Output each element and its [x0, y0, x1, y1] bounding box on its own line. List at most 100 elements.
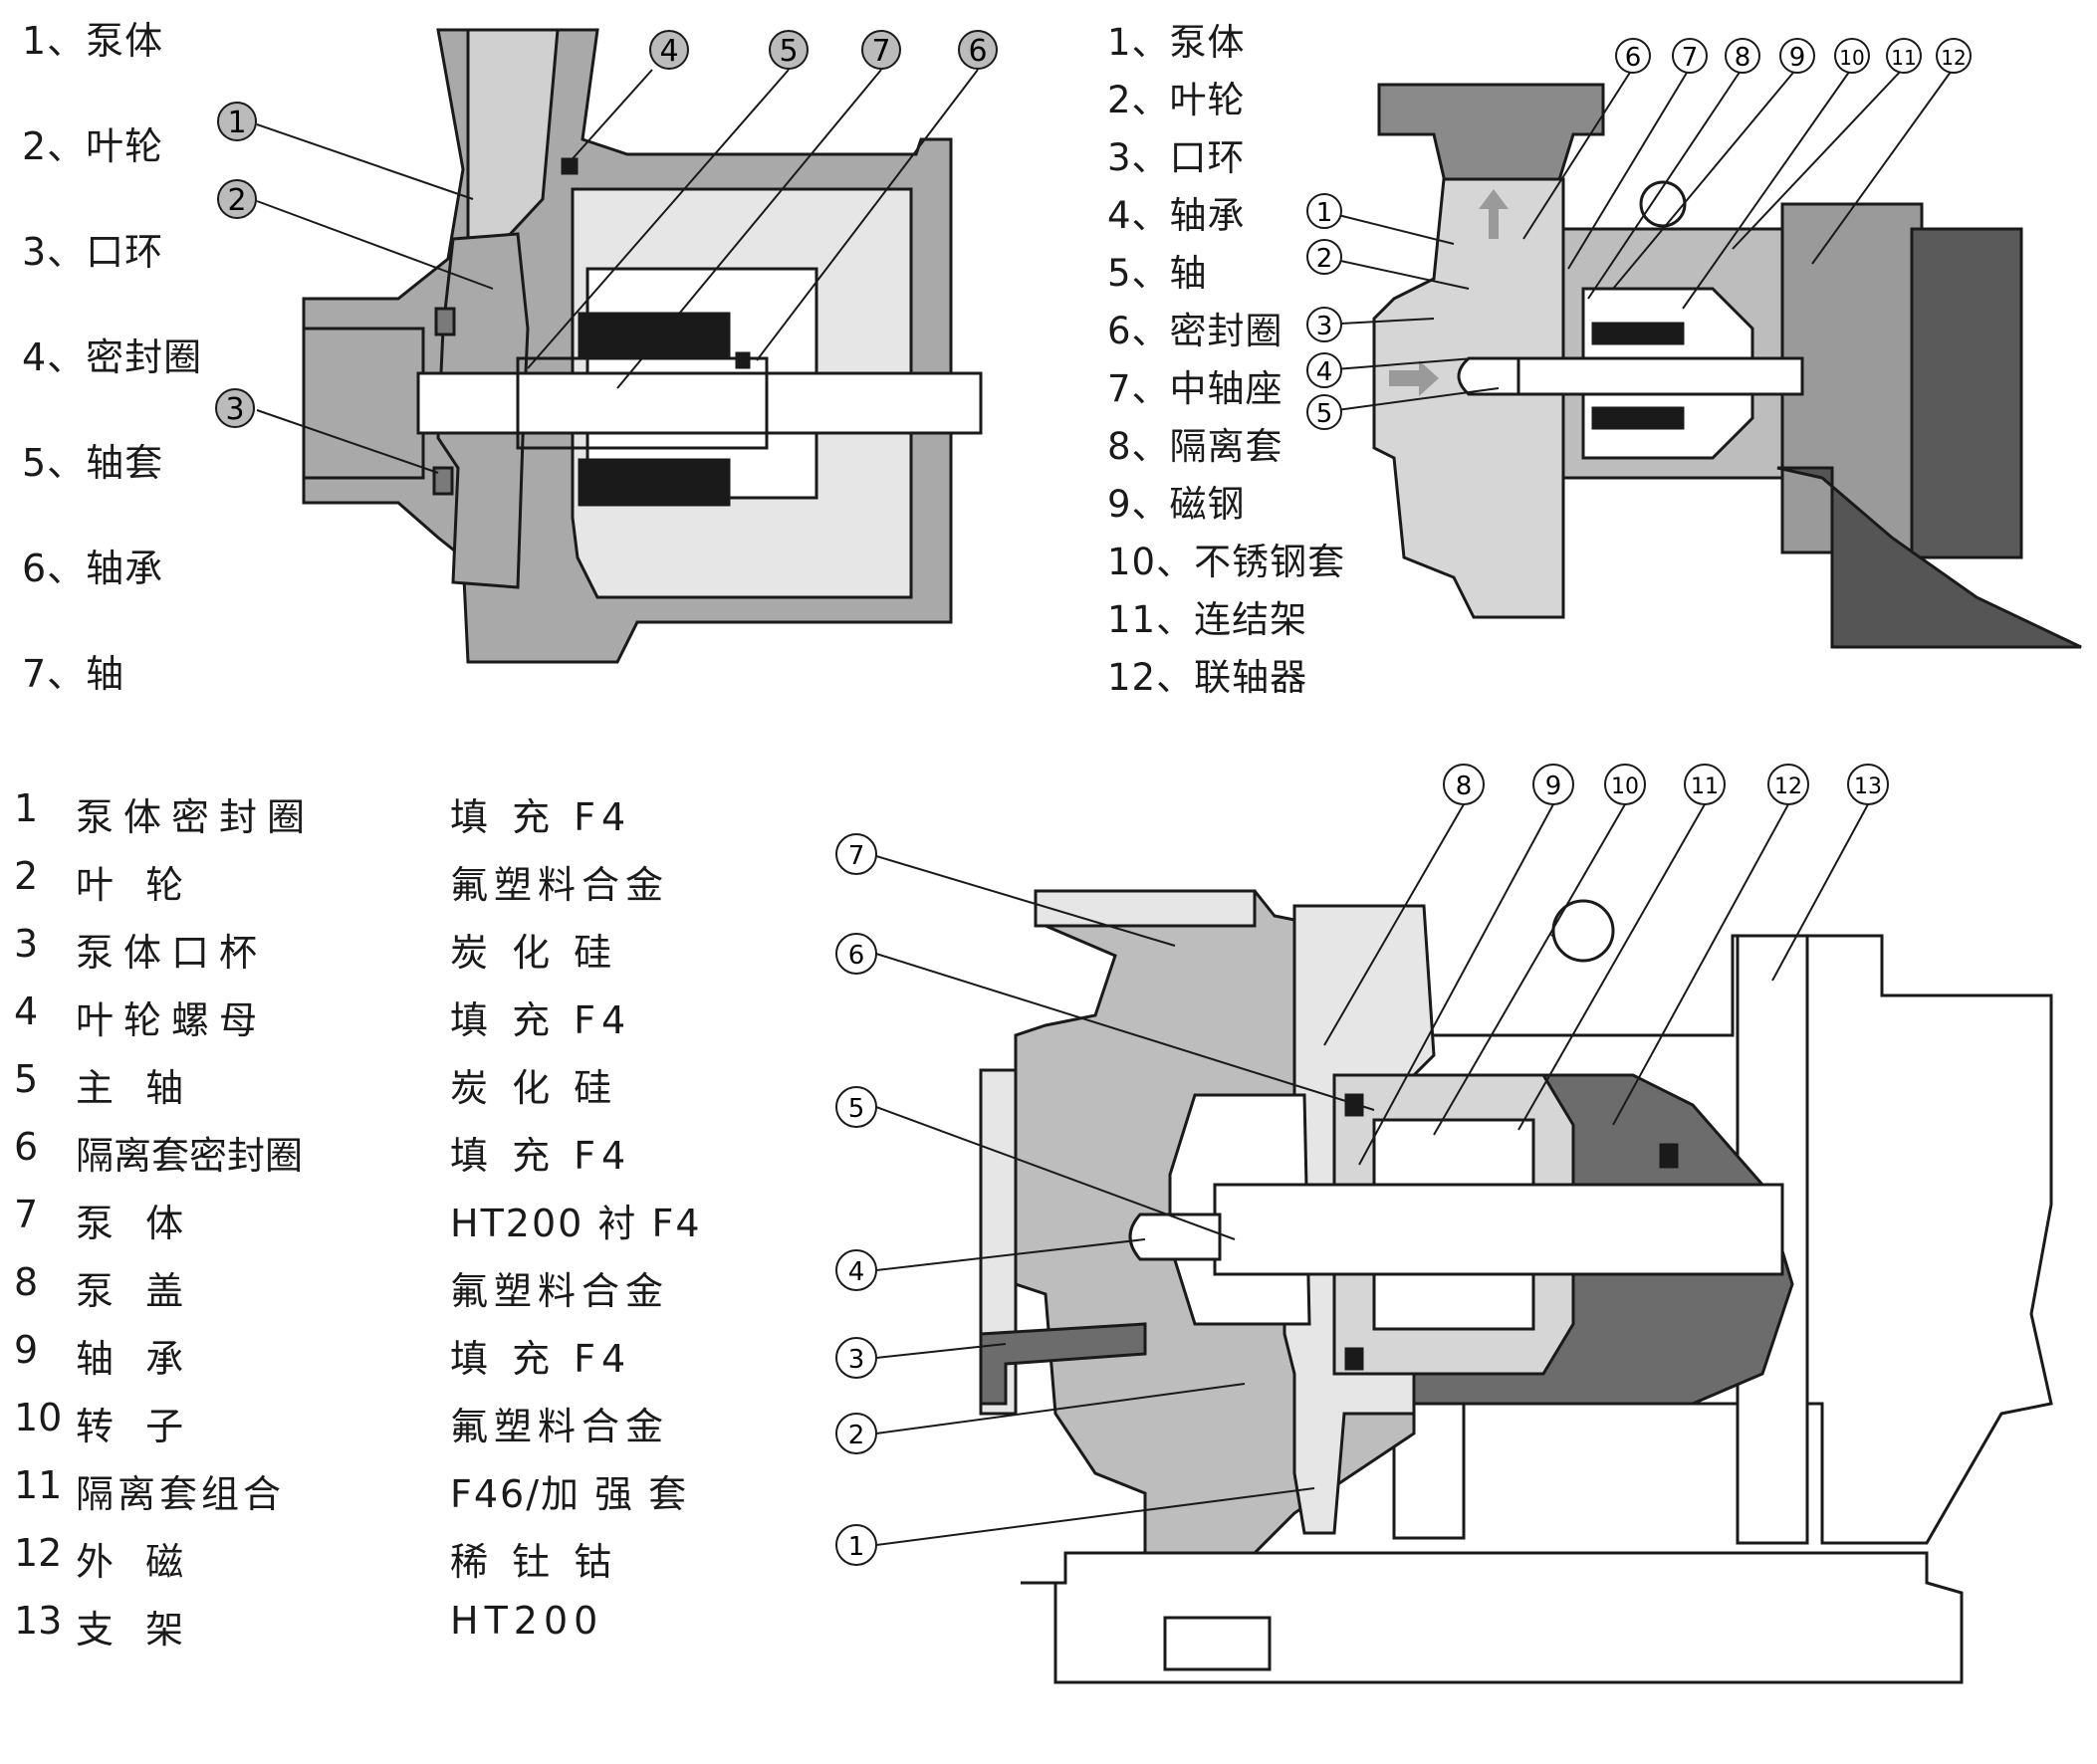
part-number: 12 [14, 1531, 63, 1575]
callout-number: 4 [1316, 357, 1333, 387]
legend-item: 5、轴套 [22, 441, 164, 485]
base-block-shape [1163, 1616, 1272, 1671]
legend-item: 12、联轴器 [1107, 656, 1308, 699]
callout-circle [769, 30, 809, 70]
callout-number: 12 [1941, 46, 1966, 70]
callout-number: 10 [1611, 774, 1639, 799]
part-material: 填 充 F4 [450, 1337, 632, 1381]
part-number: 5 [14, 1057, 39, 1101]
seal-ring-shape [735, 351, 751, 369]
magnet-top-shape [1591, 322, 1685, 345]
seal-ring-shape [1344, 1347, 1364, 1371]
seal-ring-shape [1344, 1093, 1364, 1117]
legend-item: 6、轴承 [22, 547, 164, 590]
legend-item: 2、叶轮 [1107, 79, 1246, 121]
part-number: 2 [14, 854, 39, 898]
callouts-diagram-3: 8 9 10 11 12 13 7 6 5 4 3 2 1 [835, 764, 1889, 1566]
callout-circle [215, 388, 255, 428]
callout-number: 1 [1316, 198, 1333, 228]
part-material: 炭 化 硅 [450, 931, 618, 975]
shaft-shape [1213, 1183, 1784, 1276]
callout-number: 6 [1625, 43, 1642, 73]
callouts-diagram-1: 1 2 3 4 5 7 6 [215, 30, 998, 428]
callout-number: 11 [1691, 774, 1719, 799]
seal-ring-shape [1659, 1143, 1679, 1169]
leader-lines-diagram-1 [256, 69, 979, 474]
part-name: 叶 轮 [76, 863, 194, 907]
legend-item: 5、轴 [1107, 252, 1208, 295]
eye-bolt-shape [1551, 899, 1615, 963]
impeller-nut-shape [1128, 1213, 1222, 1261]
callout-number: 3 [225, 392, 244, 427]
callout-number: 2 [848, 1421, 865, 1450]
legend-item: 6、密封圈 [1107, 310, 1283, 352]
part-material: 氟塑料合金 [450, 1405, 670, 1448]
callout-number: 6 [848, 941, 865, 971]
legend-item: 3、口环 [22, 230, 164, 274]
part-material: HT200 衬 F4 [450, 1202, 702, 1245]
motor-shape [1910, 227, 2023, 559]
part-material: 稀 钍 钴 [450, 1540, 618, 1584]
leader-lines-diagram-2 [1321, 67, 1955, 413]
part-material: HT200 [450, 1599, 604, 1643]
legend-item: 10、不锈钢套 [1107, 541, 1346, 583]
part-material: 炭 化 硅 [450, 1066, 618, 1110]
pump-section-diagram-3 [979, 889, 2053, 1684]
callout-circle [217, 179, 257, 219]
part-name: 转 子 [76, 1405, 194, 1448]
part-material: 填 充 F4 [450, 795, 632, 839]
part-name: 主 轴 [76, 1066, 194, 1110]
legend-item: 7、中轴座 [1107, 367, 1283, 410]
part-number: 6 [14, 1125, 39, 1169]
support-shape [1776, 466, 2082, 649]
seal-ring-shape [434, 307, 456, 336]
callout-number: 2 [1316, 244, 1333, 274]
legend-item: 4、密封圈 [22, 335, 203, 379]
pump-casing-shape [1372, 177, 1565, 619]
callout-number: 7 [1682, 43, 1699, 73]
callout-number: 8 [1735, 43, 1751, 73]
part-name: 泵 体 [76, 1202, 194, 1245]
legend-item: 1、泵体 [1107, 21, 1246, 64]
part-number: 13 [14, 1599, 63, 1643]
part-material: 填 充 F4 [450, 1134, 632, 1178]
outlet-flange-shape [1034, 889, 1257, 928]
magnet-bottom-shape [578, 458, 731, 507]
callout-number: 9 [1545, 772, 1562, 801]
part-name: 外 磁 [76, 1540, 194, 1584]
callout-number: 7 [871, 34, 890, 69]
part-number: 9 [14, 1328, 39, 1372]
part-material: 氟塑料合金 [450, 863, 670, 907]
part-number: 10 [14, 1396, 63, 1439]
legend-item: 7、轴 [22, 652, 125, 696]
part-material: 填 充 F4 [450, 998, 632, 1042]
callout-circle [217, 102, 257, 141]
shaft-shape [416, 371, 983, 435]
callout-number: 7 [848, 841, 865, 871]
callout-number: 5 [848, 1094, 865, 1124]
flow-arrows-diagram-2 [1389, 189, 1509, 396]
callout-number: 5 [1316, 399, 1333, 429]
part-number: 1 [14, 786, 39, 830]
legend-item: 3、口环 [1107, 136, 1246, 179]
legend-item: 2、叶轮 [22, 124, 164, 168]
base-shape [1021, 1551, 1964, 1684]
pump-section-diagram-2 [1372, 83, 2082, 649]
bearing-shape [1457, 356, 1520, 396]
callout-circle [861, 30, 901, 70]
callout-number: 5 [779, 34, 798, 69]
part-material: 氟塑料合金 [450, 1269, 670, 1313]
legend-item: 1、泵体 [22, 19, 164, 63]
legend-item: 9、磁钢 [1107, 483, 1246, 526]
callout-number: 12 [1774, 774, 1802, 799]
part-name: 叶轮螺母 [76, 998, 268, 1042]
callout-number: 1 [848, 1532, 865, 1562]
shaft-shape [1512, 356, 1804, 396]
part-number: 8 [14, 1260, 39, 1304]
part-number: 11 [14, 1463, 63, 1507]
part-name: 泵体口杯 [76, 931, 268, 975]
part-name: 隔离套密封圈 [76, 1134, 304, 1178]
pump-section-diagram-1 [302, 28, 983, 664]
part-number: 7 [14, 1193, 39, 1236]
part-name: 支 架 [76, 1608, 194, 1652]
